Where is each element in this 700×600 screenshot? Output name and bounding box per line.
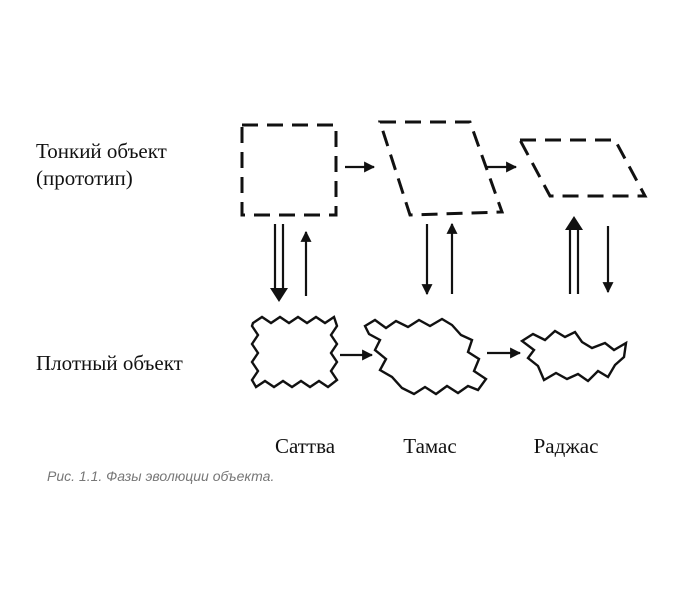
rajas-double-arrow-up bbox=[565, 216, 583, 294]
dense-object-label: Плотный объект bbox=[36, 351, 183, 375]
figure-caption: Рис. 1.1. Фазы эволюции объекта. bbox=[47, 468, 275, 484]
stage-label-sattva: Саттва bbox=[275, 434, 336, 458]
rajas-subtle-parallelogram bbox=[517, 138, 648, 198]
prototype-label: (прототип) bbox=[36, 166, 133, 190]
subtle-object-label: Тонкий объект bbox=[36, 139, 167, 163]
sattva-double-arrow-down bbox=[270, 224, 288, 302]
stage-label-rajas: Раджас bbox=[534, 434, 599, 458]
tamas-dense-zigzag bbox=[363, 317, 488, 396]
stage-label-tamas: Тамас bbox=[403, 434, 456, 458]
rajas-dense-zigzag bbox=[519, 329, 628, 383]
tamas-subtle-parallelogram bbox=[377, 120, 505, 217]
sattva-dense-zigzag bbox=[250, 315, 339, 389]
sattva-subtle-square bbox=[240, 123, 338, 217]
